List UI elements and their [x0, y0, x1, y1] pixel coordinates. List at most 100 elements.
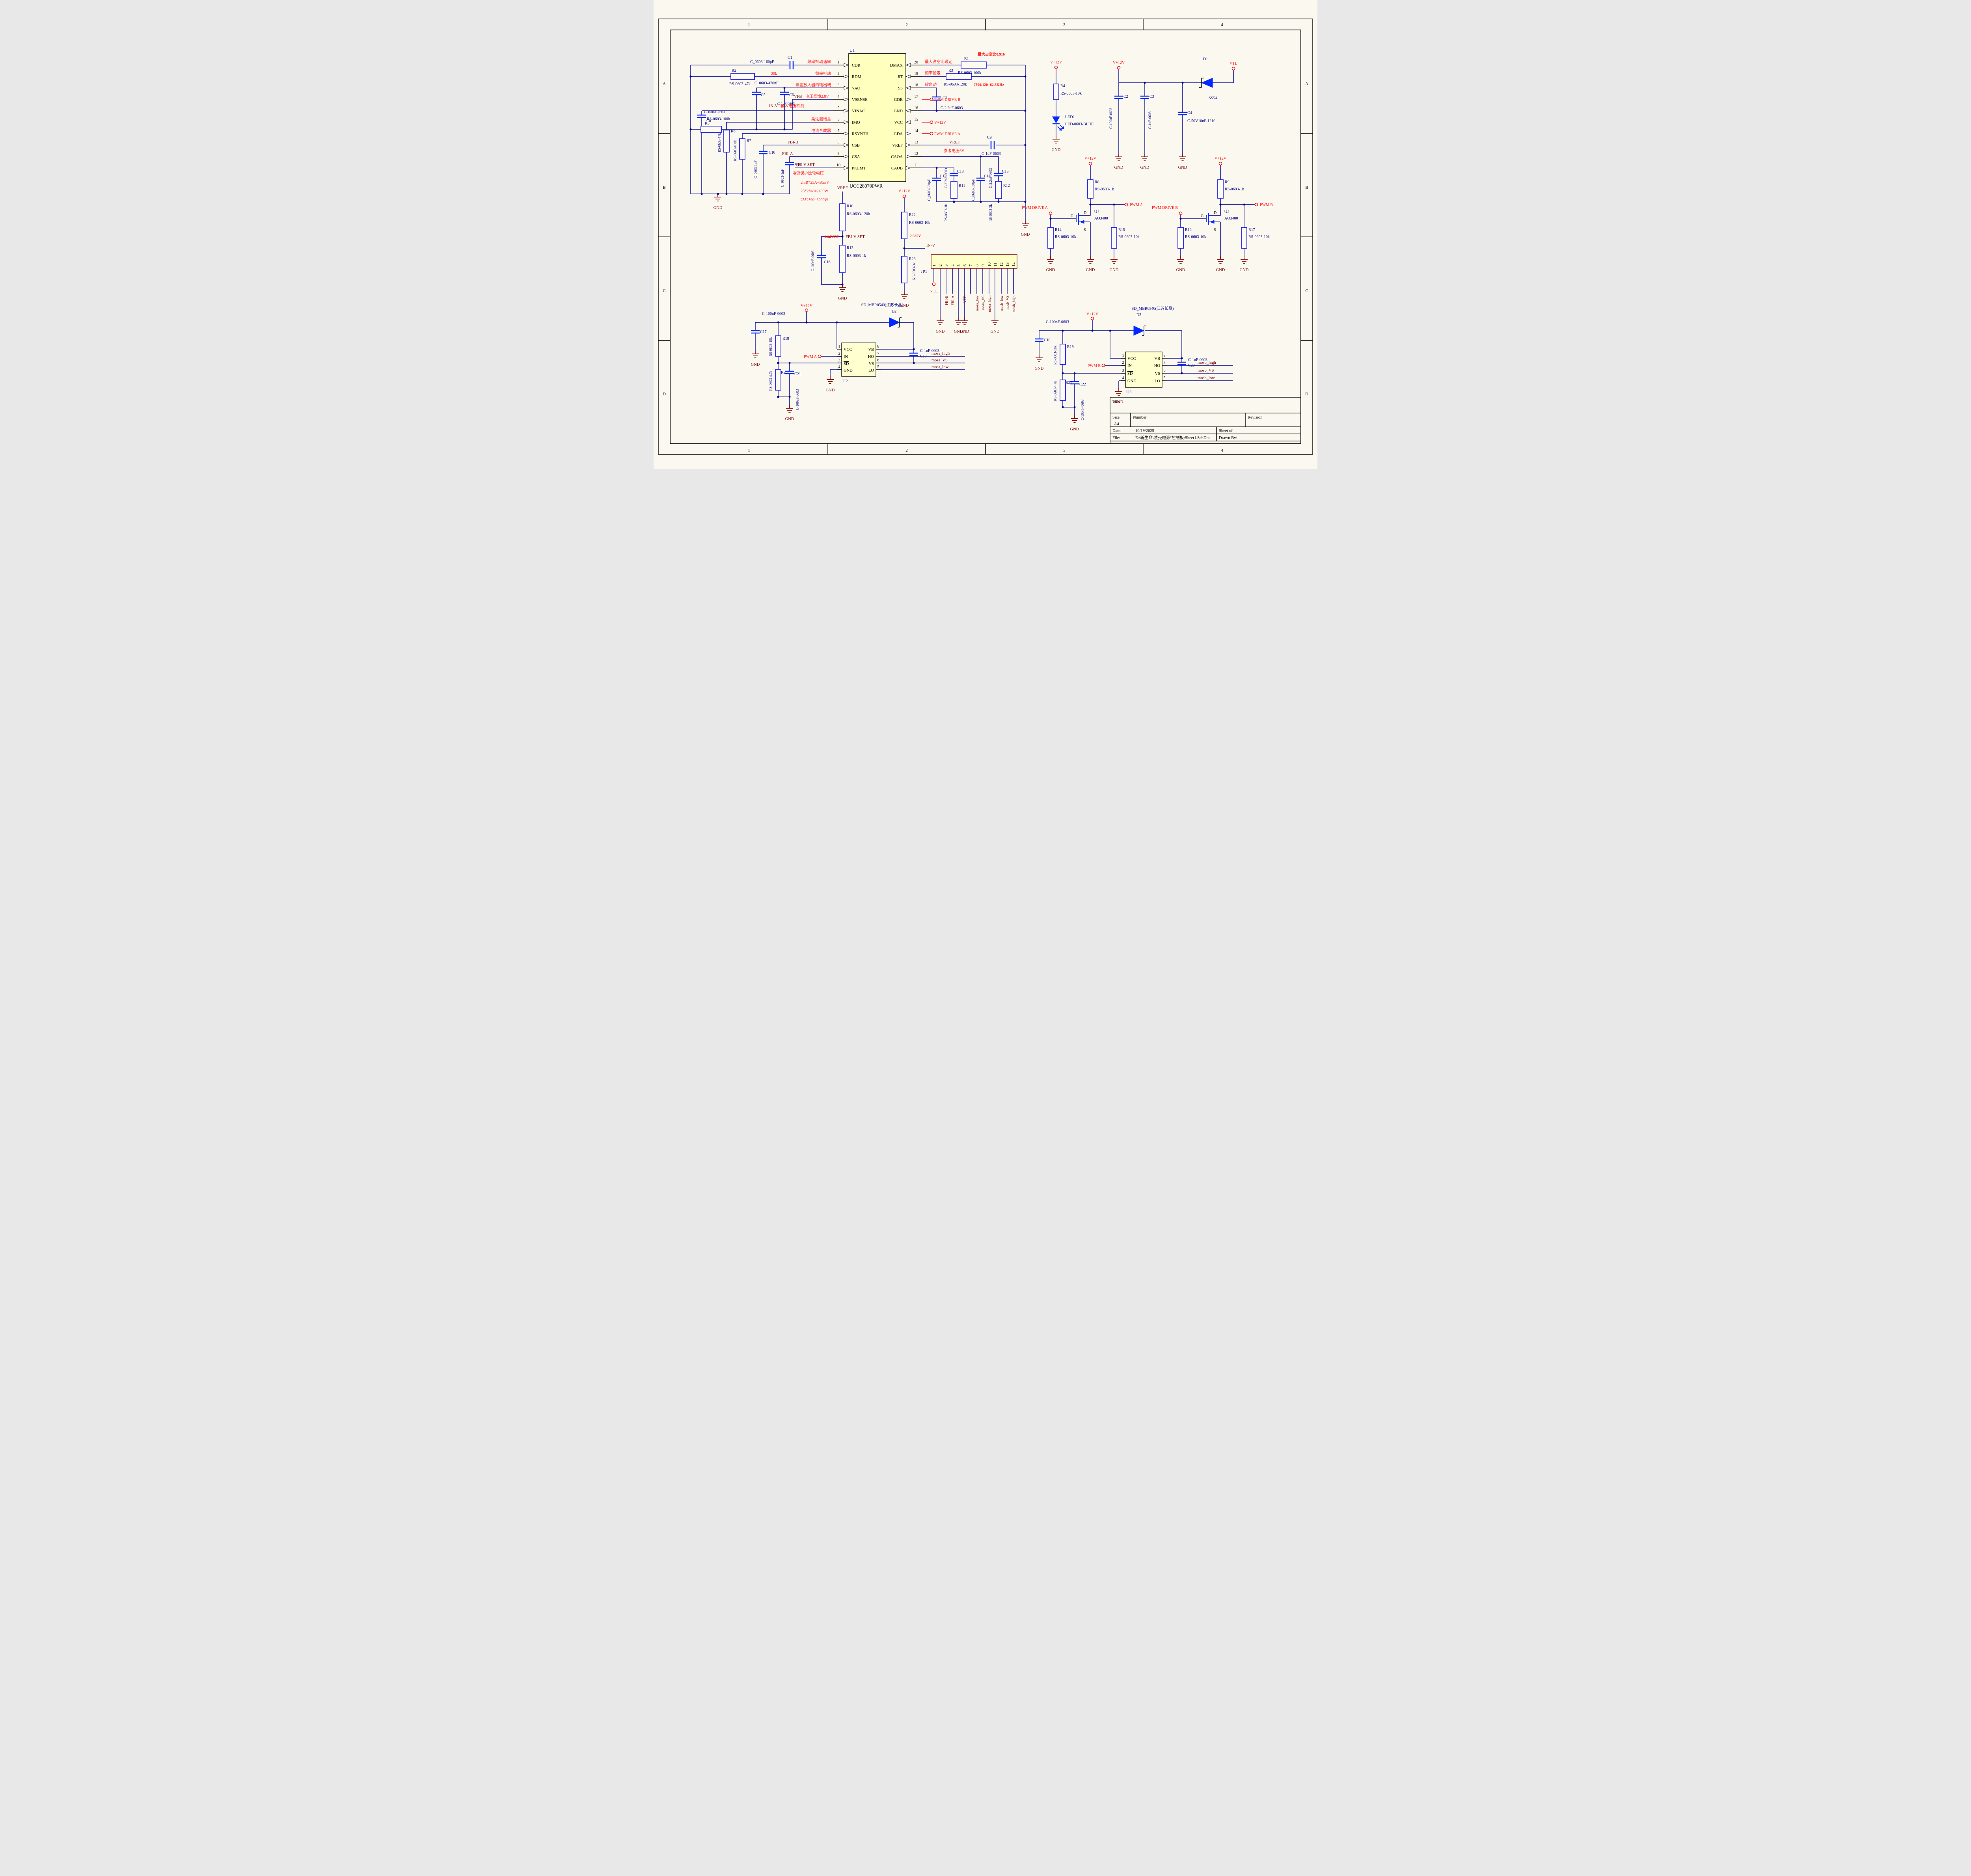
u2-body	[841, 342, 876, 377]
c4-value: C-50V10uF-1210	[1187, 119, 1215, 123]
q2-value: AO3400	[1224, 216, 1238, 221]
r5-value: RS-0603-100k	[707, 117, 730, 121]
c15-ref: C15	[1002, 169, 1009, 174]
r2-resistor	[730, 73, 755, 80]
mosfet-d-label: D	[1084, 211, 1086, 215]
fbib-net-label: FBI-B	[945, 296, 949, 305]
r1-ref: R1	[964, 57, 969, 61]
u2-gate-driver: U2 GND GND GND V+12V C-100nF-0603 C17 R1…	[751, 302, 965, 421]
gnd-symbol	[936, 317, 944, 325]
r8-value: RS-0603-1k	[1095, 187, 1114, 192]
mosfet-s-label: S	[1214, 228, 1216, 232]
pwm-a-port	[818, 354, 822, 358]
gnd-label: GND	[1178, 166, 1187, 170]
frame-col-label: 1	[748, 448, 750, 453]
u1-pin-number: 2	[838, 72, 840, 76]
d2-value: SD_MBR0540(江苏长晶)	[861, 302, 904, 307]
r23-ref: R23	[909, 257, 916, 261]
c18-capacitor	[1035, 338, 1043, 342]
jp1-pin-number: 5	[957, 264, 961, 266]
calc-annotation: 25*2*48=2400W	[801, 189, 829, 194]
v12-port	[1054, 65, 1058, 69]
pwm-a-label: PWM A	[1130, 203, 1143, 207]
net-annotation: 频率设定	[925, 71, 941, 76]
jp1-pin-number: 9	[981, 264, 986, 266]
u3-pin-number: 8	[1164, 354, 1166, 358]
vfb-net-label: VFB	[963, 296, 967, 303]
number-label: Number	[1133, 415, 1147, 420]
r9-resistor	[1217, 179, 1224, 199]
r13-resistor	[839, 245, 846, 273]
fbia-net-label: FBI-A	[782, 152, 793, 156]
v12-label: V+12V	[1086, 312, 1099, 316]
r16-ref: R16	[1185, 228, 1192, 232]
r7-ref: R7	[747, 139, 751, 143]
jp1-connector: JP1 1 2 3 4 5 6 7 8 9 10 11 12 13 14 VTL…	[921, 254, 1017, 334]
c8-value: C-100nF-0603	[704, 110, 725, 114]
pwm-drive-a-label: PWM DRIVE A	[1022, 206, 1048, 210]
vtl-label: VTL	[930, 289, 937, 294]
r12-resistor	[995, 181, 1002, 199]
u2-pin-number: 1	[838, 344, 840, 349]
c22-ref: C22	[1079, 382, 1086, 387]
c2-value: C-100nF-0603	[1109, 108, 1113, 129]
u1-pin-number: 7	[838, 129, 840, 133]
frame-row-label: D	[663, 392, 666, 396]
c4-capacitor	[1178, 112, 1187, 115]
gnd-symbol	[1115, 153, 1123, 161]
freq-annotation: 7500/120=62.5KHz	[974, 83, 1004, 87]
u2-pin-number: 8	[877, 344, 879, 349]
u3-pin-number: 1	[1122, 354, 1124, 358]
inv-net-label: IN-V	[769, 104, 778, 108]
r10-value: RS-0603-120k	[847, 212, 870, 216]
jp1-pin-number: 8	[975, 264, 980, 266]
c13-ref: C13	[957, 169, 964, 174]
gnd-label: GND	[838, 296, 847, 301]
u1-pin-name: VREF	[892, 143, 903, 148]
pwm-drive-b-port	[930, 97, 933, 101]
c8-capacitor	[697, 114, 706, 118]
frame-col-label: 3	[1063, 22, 1066, 27]
gnd-label: GND	[1086, 268, 1095, 272]
r3-ref: R3	[948, 69, 953, 73]
file-label: File:	[1112, 436, 1120, 440]
gnd-label: GND	[954, 329, 963, 334]
r21-value: RS-0603-4.7k	[1053, 381, 1057, 401]
gnd-label: GND	[1216, 268, 1225, 272]
gnd-label: GND	[1110, 268, 1119, 272]
frame-row-label: A	[663, 82, 666, 86]
r15-resistor	[1111, 227, 1117, 249]
c17-capacitor	[751, 330, 760, 334]
pwm-a-port	[1124, 203, 1128, 207]
mosb-low-net-label: mosb_low	[1198, 376, 1215, 380]
u1-pin-number: 3	[838, 83, 840, 87]
gnd-symbol	[1035, 354, 1043, 362]
jp1-pin-number: 3	[945, 264, 949, 266]
c2-ref: C2	[1123, 95, 1128, 99]
v12-port	[1088, 162, 1092, 166]
c16-ref: C16	[824, 260, 831, 264]
u3-pin-name: VCC	[1127, 357, 1136, 361]
gnd-symbol	[1179, 153, 1187, 161]
c6-capacitor	[780, 91, 789, 95]
r5-resistor	[700, 126, 722, 133]
vref-net-label: VREF	[837, 186, 848, 190]
u2-pin-number: 2	[838, 352, 840, 356]
pwm-b-port	[1101, 363, 1105, 367]
frame-row-label: A	[1305, 82, 1308, 86]
net-annotation: 输入电压检测	[781, 103, 804, 108]
c12-capacitor	[932, 177, 941, 181]
gnd-symbol	[900, 291, 908, 299]
mosa-vs-net-label: mosa_VS	[982, 296, 986, 310]
gnd-symbol	[1110, 256, 1118, 264]
r22-ref: R22	[909, 213, 916, 217]
pwm-a-label: PWM A	[804, 355, 817, 359]
jp1-pin-number: 7	[969, 264, 973, 266]
r15-ref: R15	[1118, 228, 1125, 232]
c18-ref: C18	[1044, 338, 1051, 342]
frame-col-label: 1	[748, 22, 750, 27]
inv-annotation: 2.635V	[910, 234, 921, 238]
r13-value: RS-0603-1k	[847, 254, 866, 258]
frame-row-label: B	[663, 185, 665, 190]
net-annotation: 乘法器增益	[811, 117, 831, 122]
